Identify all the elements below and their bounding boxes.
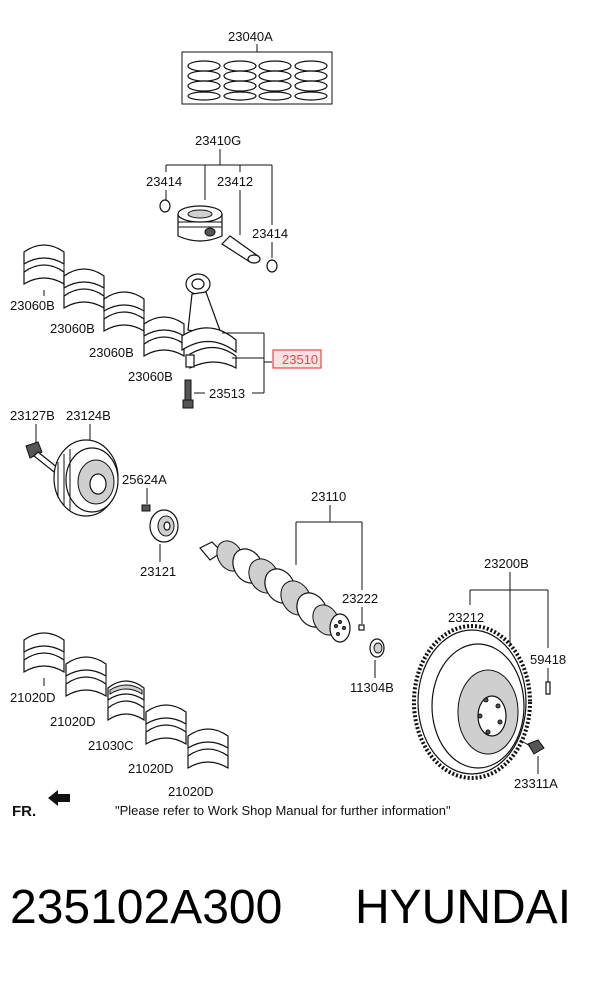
bearing-shell-icon <box>23 244 65 286</box>
crankshaft-icon <box>199 540 351 643</box>
pin-icon <box>358 624 365 631</box>
label-23060B-3[interactable]: 23060B <box>89 345 134 360</box>
damper-pulley-icon <box>53 439 119 517</box>
label-23414-left[interactable]: 23414 <box>146 174 182 189</box>
connecting-rod-group: 23510 23513 <box>181 273 322 409</box>
label-21030C[interactable]: 21030C <box>88 738 134 753</box>
bearing-shell-icon <box>23 632 65 674</box>
dowel-pin-icon <box>545 681 551 695</box>
ring-set-box <box>181 51 333 105</box>
footer-brand: HYUNDAI <box>355 881 572 934</box>
snap-ring-right-icon <box>266 259 278 273</box>
workshop-manual-note: "Please refer to Work Shop Manual for fu… <box>115 803 451 818</box>
front-marker-label: FR. <box>12 803 36 820</box>
label-25624A[interactable]: 25624A <box>122 472 167 487</box>
rod-bolt-icon <box>182 379 194 409</box>
thrust-bearing-icon <box>107 680 145 722</box>
flywheel-group: 23200B 23212 59418 23311A <box>412 556 566 791</box>
crankshaft-group: 23110 23222 11304B <box>199 489 394 695</box>
snap-ring-left-icon <box>159 199 171 213</box>
bearing-shell-icon <box>65 656 107 698</box>
label-23200B[interactable]: 23200B <box>484 556 529 571</box>
damper-pulley-group: 23127B 23124B <box>10 408 119 517</box>
label-23510[interactable]: 23510 <box>282 352 318 367</box>
sprocket-group: 25624A 23121 <box>122 472 179 579</box>
highlight-box-23510 <box>272 349 322 369</box>
label-11304B[interactable]: 11304B <box>350 680 394 695</box>
connecting-rod-icon <box>181 273 237 370</box>
footer-part-number: 235102A300 <box>10 881 283 934</box>
main-bearings-group: 21020D 21020D 21030C 21020D <box>10 632 229 799</box>
bearing-shell-icon <box>103 291 145 333</box>
label-59418[interactable]: 59418 <box>530 652 566 667</box>
label-23410G[interactable]: 23410G <box>195 133 241 148</box>
sprocket-icon <box>149 509 179 543</box>
front-arrow-icon <box>48 790 70 806</box>
crank-flange <box>329 613 351 643</box>
label-23513[interactable]: 23513 <box>209 386 245 401</box>
label-21020D-1[interactable]: 21020D <box>10 690 56 705</box>
piston-icon <box>177 205 223 242</box>
label-23040A[interactable]: 23040A <box>228 29 273 44</box>
flywheel-icon <box>412 624 532 780</box>
rod-bearings-group: 23060B 23060B 23060B 23060B <box>10 244 185 384</box>
piston-rings-icon <box>187 60 328 101</box>
bearing-shell-icon <box>187 728 229 770</box>
label-23414-right[interactable]: 23414 <box>252 226 288 241</box>
label-23222[interactable]: 23222 <box>342 591 378 606</box>
bearing-shell-icon <box>63 268 105 310</box>
pulley-bolt-icon <box>25 441 59 473</box>
bearing-shell-icon <box>143 316 185 358</box>
flywheel-bolt-icon <box>519 739 545 755</box>
label-23127B[interactable]: 23127B <box>10 408 55 423</box>
label-23060B-1[interactable]: 23060B <box>10 298 55 313</box>
key-icon <box>141 504 151 512</box>
label-23110[interactable]: 23110 <box>311 489 346 504</box>
label-21020D-4[interactable]: 21020D <box>168 784 214 799</box>
label-23212[interactable]: 23212 <box>448 610 484 625</box>
label-21020D-3[interactable]: 21020D <box>128 761 174 776</box>
label-21020D-2[interactable]: 21020D <box>50 714 96 729</box>
label-23412[interactable]: 23412 <box>217 174 253 189</box>
label-23060B-2[interactable]: 23060B <box>50 321 95 336</box>
piston-ring-set-group: 23040A <box>181 29 333 105</box>
oil-seal-icon <box>369 638 385 658</box>
piston-assembly-group: 23410G 23414 23412 23414 <box>146 133 288 273</box>
label-23121[interactable]: 23121 <box>140 564 176 579</box>
label-23124B[interactable]: 23124B <box>66 408 111 423</box>
bearing-shell-icon <box>145 704 187 746</box>
front-marker: FR. <box>12 790 70 820</box>
label-23060B-4[interactable]: 23060B <box>128 369 173 384</box>
label-23311A[interactable]: 23311A <box>514 776 558 791</box>
piston-pin-icon <box>221 235 261 264</box>
